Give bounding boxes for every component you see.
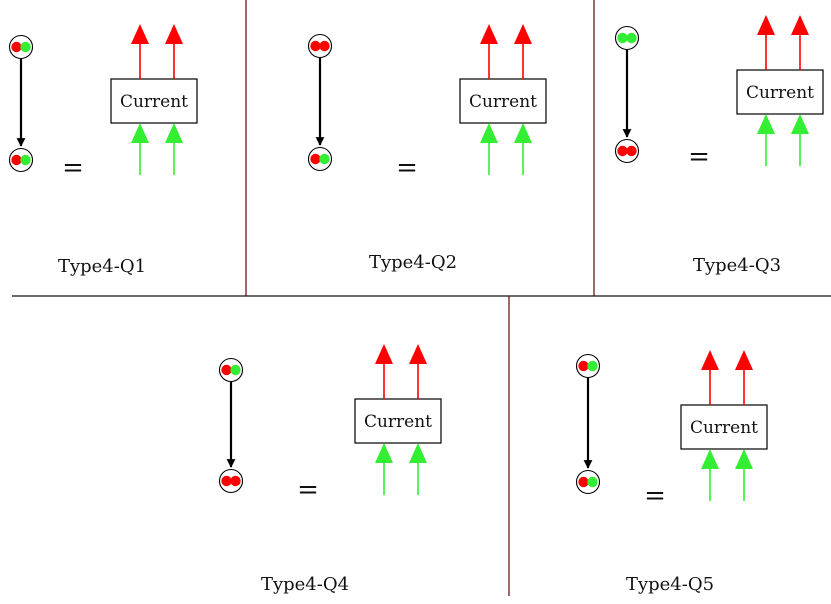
red-out-arrow xyxy=(514,24,532,79)
arrow-head xyxy=(514,24,532,44)
arrow-head xyxy=(791,114,809,134)
arrow-head xyxy=(131,24,149,44)
current-box-label: Current xyxy=(469,92,537,112)
node-dot-right xyxy=(20,41,31,53)
panel-label: Type4-Q4 xyxy=(261,574,349,595)
node-dot-right xyxy=(319,153,330,165)
equals-sign: = xyxy=(297,475,319,505)
node-dot-left xyxy=(310,153,321,165)
node-dot-left xyxy=(11,41,22,53)
node-dot-left xyxy=(11,154,22,166)
equals-sign: = xyxy=(688,142,710,172)
top-node xyxy=(614,25,640,51)
current-box xyxy=(459,78,547,124)
arrow-head xyxy=(165,123,183,143)
arrow-head xyxy=(480,123,498,143)
red-out-arrow xyxy=(409,344,427,399)
node-dot-left xyxy=(617,32,628,44)
panel-label: Type4-Q2 xyxy=(369,252,457,273)
node-dot-left xyxy=(578,476,589,488)
arrow-head xyxy=(409,443,427,463)
current-box xyxy=(110,78,198,124)
arrow-head xyxy=(757,114,775,134)
arrow-head xyxy=(757,15,775,35)
node-dot-left xyxy=(221,364,232,376)
green-in-arrow xyxy=(514,123,532,175)
current-box xyxy=(680,404,768,450)
green-in-arrow xyxy=(791,114,809,166)
green-in-arrow xyxy=(757,114,775,166)
top-node xyxy=(307,33,333,59)
current-box-label: Current xyxy=(746,83,814,103)
bottom-node xyxy=(307,146,333,172)
red-out-arrow xyxy=(791,15,809,70)
green-in-arrow xyxy=(165,123,183,175)
node-dot-right xyxy=(230,475,241,487)
panel-2: Current = Type4-Q2 xyxy=(307,24,547,273)
arrow-head xyxy=(375,443,393,463)
panel-5: Current = Type4-Q5 xyxy=(575,350,768,595)
equals-sign: = xyxy=(62,153,84,183)
current-box xyxy=(736,69,824,115)
node-dot-left xyxy=(310,40,321,52)
current-box xyxy=(354,398,442,444)
red-out-arrow xyxy=(375,344,393,399)
node-dot-right xyxy=(20,154,31,166)
panel-label: Type4-Q5 xyxy=(626,574,714,595)
top-node xyxy=(8,34,34,60)
red-out-arrow xyxy=(480,24,498,79)
top-node xyxy=(575,353,601,379)
arrow-head xyxy=(701,449,719,469)
equals-sign: = xyxy=(396,153,418,183)
node-dot-right xyxy=(587,476,598,488)
node-dot-right xyxy=(319,40,330,52)
node-dot-right xyxy=(626,32,637,44)
panel-label: Type4-Q3 xyxy=(693,255,781,276)
arrow-head xyxy=(375,344,393,364)
arrow-head xyxy=(165,24,183,44)
panel-label: Type4-Q1 xyxy=(58,256,146,277)
bottom-node xyxy=(614,138,640,164)
arrow-head xyxy=(701,350,719,370)
node-dot-left xyxy=(617,145,628,157)
bottom-node xyxy=(218,468,244,494)
green-in-arrow xyxy=(701,449,719,501)
arrow-head xyxy=(131,123,149,143)
panel-3: Current = Type4-Q3 xyxy=(614,15,824,276)
node-dot-right xyxy=(230,364,241,376)
node-dot-left xyxy=(578,360,589,372)
green-in-arrow xyxy=(375,443,393,495)
green-in-arrow xyxy=(409,443,427,495)
red-out-arrow xyxy=(131,24,149,79)
bottom-node xyxy=(575,469,601,495)
bottom-node xyxy=(8,147,34,173)
node-dot-right xyxy=(587,360,598,372)
red-out-arrow xyxy=(757,15,775,70)
panel-4: Current = Type4-Q4 xyxy=(218,344,442,595)
red-out-arrow xyxy=(165,24,183,79)
panel-1: Current = Type4-Q1 xyxy=(8,24,198,277)
node-dot-left xyxy=(221,475,232,487)
equals-sign: = xyxy=(644,481,666,511)
arrow-head xyxy=(735,449,753,469)
arrow-head xyxy=(791,15,809,35)
node-dot-right xyxy=(626,145,637,157)
current-box-label: Current xyxy=(120,92,188,112)
arrow-head xyxy=(480,24,498,44)
arrow-head xyxy=(409,344,427,364)
top-node xyxy=(218,357,244,383)
arrow-head xyxy=(735,350,753,370)
red-out-arrow xyxy=(701,350,719,405)
green-in-arrow xyxy=(735,449,753,501)
green-in-arrow xyxy=(480,123,498,175)
green-in-arrow xyxy=(131,123,149,175)
current-box-label: Current xyxy=(690,418,758,438)
current-box-label: Current xyxy=(364,412,432,432)
arrow-head xyxy=(514,123,532,143)
red-out-arrow xyxy=(735,350,753,405)
